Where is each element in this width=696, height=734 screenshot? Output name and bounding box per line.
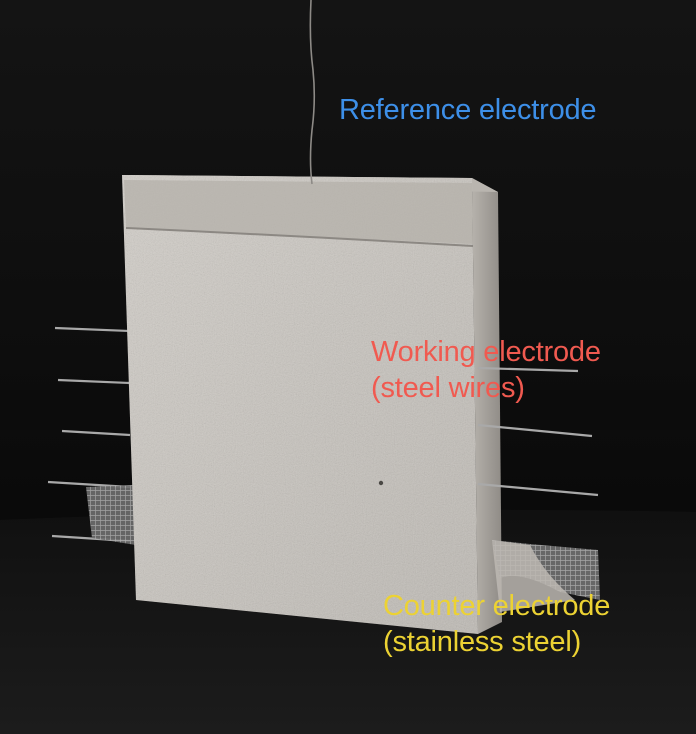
slab-side-edge: [472, 178, 502, 634]
working-electrode-label: Working electrode (steel wires): [371, 334, 601, 406]
slab-cap-seam: [125, 227, 474, 247]
counter-electrode-label-line1: Counter electrode: [383, 590, 611, 622]
slab-spot: [378, 480, 384, 486]
reference-electrode-wire: [309, 0, 316, 185]
right-mesh-mount: [492, 540, 575, 612]
working-electrode-label-line1: Working electrode: [371, 336, 601, 368]
left-mesh-counter-electrode: [86, 485, 136, 545]
slab-cap-band: [124, 180, 473, 244]
right-steel-wires: [477, 366, 599, 497]
counter-electrode-label-line2: (stainless steel): [383, 626, 582, 658]
counter-electrode-label: Counter electrode (stainless steel): [383, 588, 610, 660]
reference-electrode-label: Reference electrode: [339, 94, 597, 126]
slab-texture: [122, 175, 478, 634]
working-electrode-label-line2: (steel wires): [371, 372, 525, 404]
